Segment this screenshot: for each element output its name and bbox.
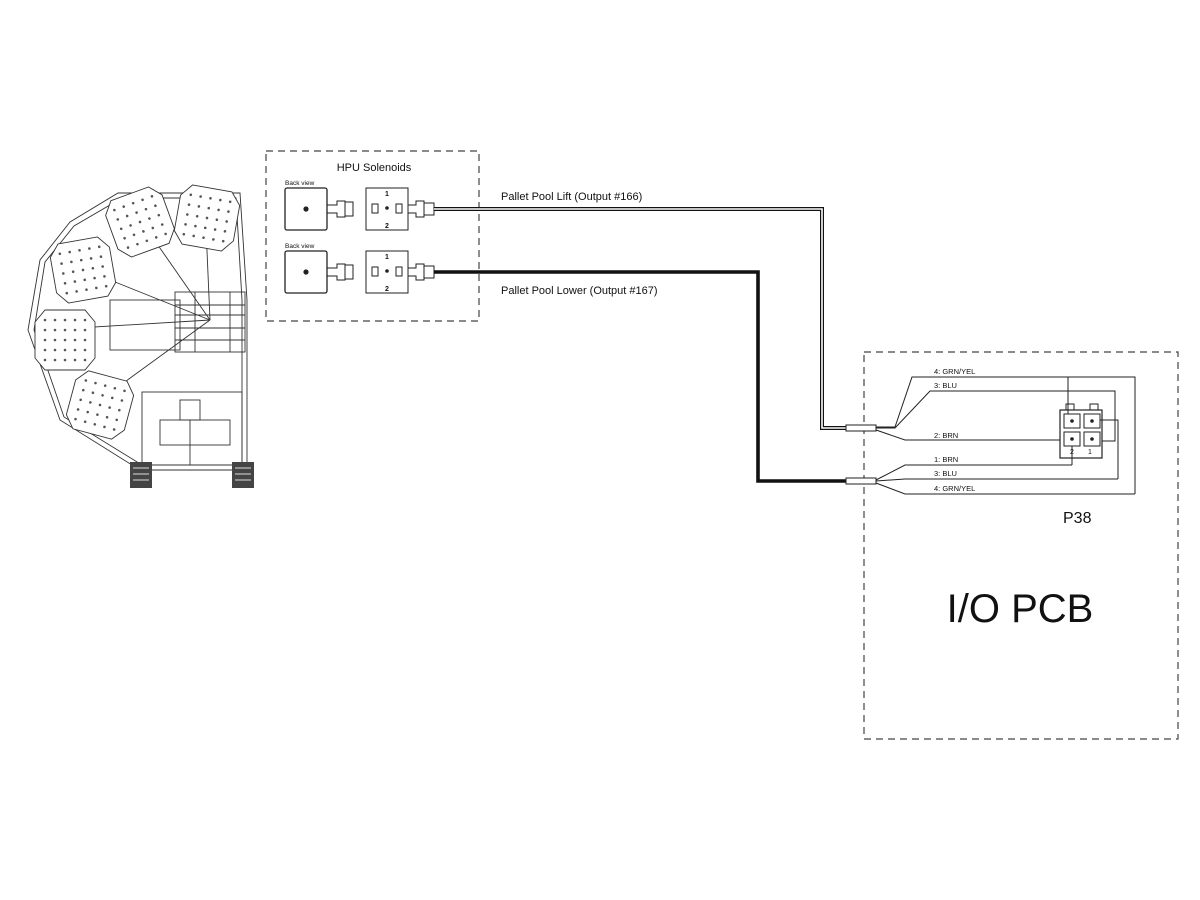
pallet-pool-machine-drawing — [27, 184, 254, 488]
solenoid-lower: Back view 1 2 — [284, 243, 435, 294]
solenoid-lift-marking-1: 1 — [385, 191, 389, 198]
io-pcb-label: I/O PCB — [947, 587, 1094, 631]
lower-wire-2: 3: BLU — [934, 469, 957, 478]
upper-wire-1: 4: GRN/YEL — [934, 367, 975, 376]
p38-pin-2: 2 — [1070, 449, 1074, 456]
pallet-plate — [65, 370, 135, 440]
upper-cable-wires — [875, 376, 1136, 494]
lower-cable-wires — [875, 464, 1135, 495]
upper-wire-2: 3: BLU — [934, 381, 957, 390]
solenoid-lower-marking-2: 2 — [385, 286, 389, 293]
pallet-plate — [34, 309, 96, 371]
solenoid-lift: Back view 1 2 — [284, 180, 435, 231]
back-view-label: Back view — [285, 180, 315, 187]
p38-pin-1: 1 — [1088, 449, 1092, 456]
pallet-plate — [49, 236, 117, 304]
lower-wire-1: 1: BRN — [934, 455, 958, 464]
upper-wire-3: 2: BRN — [934, 431, 958, 440]
lift-cable-label: Pallet Pool Lift (Output #166) — [501, 191, 642, 203]
hpu-solenoids-title: HPU Solenoids — [337, 162, 412, 174]
solenoid-lift-marking-2: 2 — [385, 223, 389, 230]
lower-cable — [434, 270, 848, 483]
solenoid-lower-marking-1: 1 — [385, 254, 389, 261]
hpu-solenoids-box — [265, 150, 480, 322]
p38-label: P38 — [1063, 510, 1092, 527]
io-pcb-box — [863, 351, 1179, 740]
lower-wire-3: 4: GRN/YEL — [934, 484, 975, 493]
lower-cable-label: Pallet Pool Lower (Output #167) — [501, 285, 658, 297]
p38-connector: 2 1 — [1059, 377, 1119, 479]
pallet-plate — [173, 184, 241, 252]
back-view-label-2: Back view — [285, 243, 315, 250]
pallet-plate — [105, 186, 175, 258]
lift-cable — [434, 207, 848, 430]
